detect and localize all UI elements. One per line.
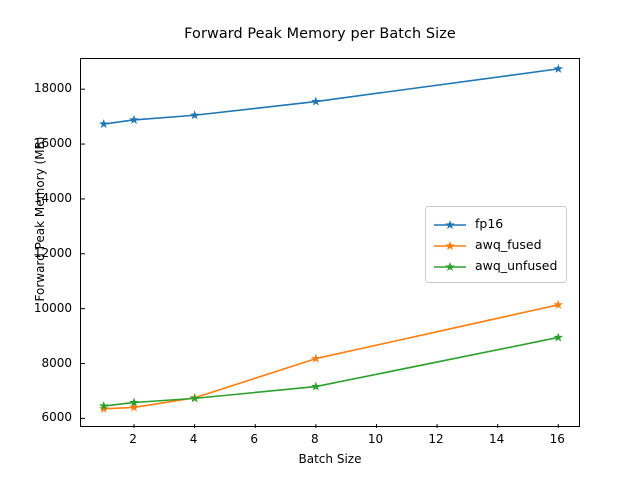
series-marker-fp16 xyxy=(129,114,139,124)
y-axis-tick-labels: 6000 8000 10000 12000 14000 16000 18000 xyxy=(0,58,72,427)
series-line-awq_unfused xyxy=(102,336,560,407)
series-marker-awq_unfused xyxy=(189,393,200,403)
series-marker-awq_unfused xyxy=(553,332,564,342)
legend-item-awq_unfused[interactable]: awq_unfused xyxy=(433,255,557,276)
x-tick-label: 8 xyxy=(311,432,319,446)
x-axis-tick-labels: 2 4 6 8 10 12 14 16 xyxy=(80,432,580,452)
x-tick-label: 4 xyxy=(189,432,198,446)
series-marker-awq_unfused xyxy=(311,381,321,391)
series-marker-fp16 xyxy=(553,63,564,73)
x-tick-label: 2 xyxy=(129,432,137,446)
series-marker-awq_fused xyxy=(129,402,139,412)
y-axis-title: Forward Peak Memory (MB) xyxy=(33,136,47,302)
series-marker-awq_fused xyxy=(553,299,564,309)
x-tick-label: 6 xyxy=(250,432,259,446)
plot-svg xyxy=(81,63,564,428)
legend-label: awq_fused xyxy=(475,237,542,252)
series-marker-fp16 xyxy=(189,110,200,120)
series-line-fp16 xyxy=(102,68,560,125)
y-tick-label: 18000 xyxy=(33,81,72,96)
y-tick-label: 16000 xyxy=(33,136,72,151)
y-tick-label: 14000 xyxy=(33,190,72,205)
legend-item-fp16[interactable]: fp16 xyxy=(433,213,557,234)
series-marker-awq_fused xyxy=(311,353,321,363)
series-line-awq_fused xyxy=(102,304,560,410)
legend-swatch-icon xyxy=(433,238,467,252)
chart-legend: fp16 awq_fused awq_unfused xyxy=(425,206,568,283)
legend-swatch-icon xyxy=(433,259,467,273)
series-marker-fp16 xyxy=(311,96,321,106)
y-tick-label: 10000 xyxy=(33,300,72,315)
series-marker-awq_fused xyxy=(98,403,109,413)
x-axis-title: Batch Size xyxy=(298,452,362,466)
series-marker-awq_unfused xyxy=(129,397,139,407)
x-tick-label: 10 xyxy=(367,432,384,446)
x-tick-label: 16 xyxy=(549,432,565,446)
y-tick-label: 8000 xyxy=(41,355,72,370)
legend-swatch-icon xyxy=(433,217,467,231)
y-axis-title-wrap: Forward Peak Memory (MB) xyxy=(0,0,47,480)
y-tick-label: 12000 xyxy=(33,245,72,260)
legend-label: fp16 xyxy=(475,216,504,231)
x-tick-label: 12 xyxy=(428,432,444,446)
series-marker-fp16 xyxy=(98,119,109,129)
chart-title: Forward Peak Memory per Batch Size xyxy=(184,26,456,42)
legend-item-awq_fused[interactable]: awq_fused xyxy=(433,234,557,255)
legend-label: awq_unfused xyxy=(475,258,558,273)
x-tick-label: 14 xyxy=(489,432,505,446)
y-tick-label: 6000 xyxy=(41,410,72,425)
series-marker-awq_unfused xyxy=(98,401,109,411)
